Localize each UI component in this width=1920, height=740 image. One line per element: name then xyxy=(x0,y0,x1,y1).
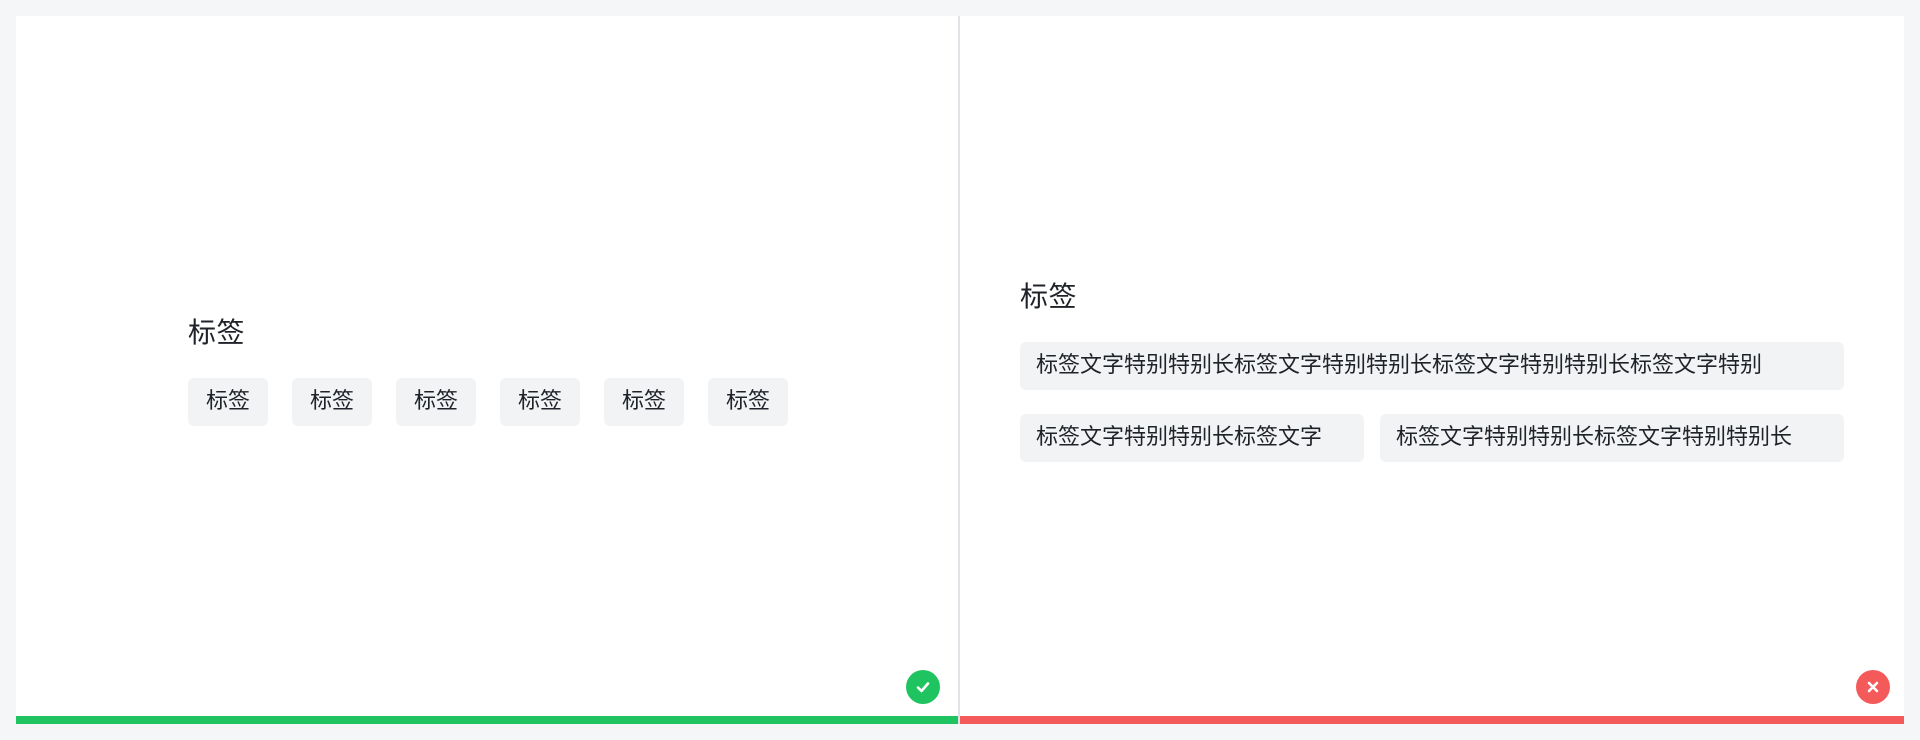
long-tag-chip[interactable]: 标签文字特别特别长标签文字 xyxy=(1020,414,1364,462)
long-tag-chip[interactable]: 标签文字特别特别长标签文字特别特别长标签文字特别特别长标签文字特别 xyxy=(1020,342,1844,390)
left-section-title: 标签 xyxy=(188,316,246,349)
tag-chip[interactable]: 标签 xyxy=(708,378,788,426)
tag-chip[interactable]: 标签 xyxy=(188,378,268,426)
long-tag-chip[interactable]: 标签文字特别特别长标签文字特别特别长 xyxy=(1380,414,1844,462)
close-icon xyxy=(1867,681,1879,693)
error-bar xyxy=(960,716,1904,724)
tag-chip[interactable]: 标签 xyxy=(292,378,372,426)
tag-chip[interactable]: 标签 xyxy=(396,378,476,426)
comparison-canvas: 标签 标签 标签 标签 标签 标签 标签 标签 标签文字特别特别长标签文字特别特… xyxy=(16,16,1904,724)
tag-chip[interactable]: 标签 xyxy=(604,378,684,426)
success-badge xyxy=(906,670,940,704)
check-icon xyxy=(916,682,930,693)
tag-chip[interactable]: 标签 xyxy=(500,378,580,426)
right-section-title: 标签 xyxy=(1020,280,1078,313)
error-badge xyxy=(1856,670,1890,704)
right-panel: 标签 标签文字特别特别长标签文字特别特别长标签文字特别特别长标签文字特别 标签文… xyxy=(960,16,1904,724)
left-panel: 标签 标签 标签 标签 标签 标签 标签 xyxy=(16,16,960,724)
success-bar xyxy=(16,716,958,724)
